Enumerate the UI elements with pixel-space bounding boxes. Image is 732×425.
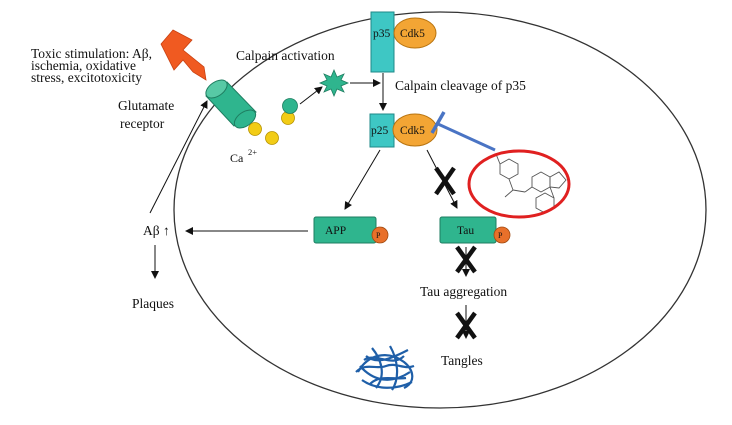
app-label: APP [325, 225, 346, 237]
plaques-label: Plaques [132, 296, 174, 311]
p25-label: p25 [371, 125, 389, 137]
app-phospho-label: P [376, 231, 381, 240]
cdk5-top-label: Cdk5 [400, 28, 425, 40]
cdk5-top-ellipse [393, 17, 437, 49]
app-phospho [371, 226, 389, 244]
glutamate-label: Glutamate [118, 98, 174, 113]
calpain-star-icon [318, 68, 350, 98]
block-x-icon [455, 311, 477, 340]
calcium-label: Ca [230, 151, 244, 165]
cdk5-mid-ellipse [392, 113, 438, 147]
tau-phospho [493, 226, 511, 244]
arrow-cdk5-to-app [344, 149, 381, 210]
p25-box [369, 113, 395, 148]
calcium-ion [248, 122, 262, 136]
arrow-calpain-to-star [299, 86, 323, 105]
p35-box [370, 11, 395, 73]
calpain-activation-label: Calpain activation [236, 48, 335, 63]
receptor-label: receptor [120, 116, 165, 131]
lightning-icon [160, 29, 207, 81]
inhibitor-molecule-icon [495, 153, 567, 214]
tau-label: Tau [457, 225, 474, 237]
inhibitor-highlight-circle [467, 149, 571, 219]
tangles-label: Tangles [441, 353, 483, 368]
toxic-stimulation-line2: ischemia, oxidative [31, 58, 136, 73]
calpain-cleavage-label: Calpain cleavage of p35 [395, 78, 526, 93]
cdk5-mid-label: Cdk5 [400, 125, 425, 137]
calpain-sphere [282, 98, 298, 114]
calcium-charge-label: 2+ [248, 147, 257, 157]
p35-label: p35 [373, 28, 391, 40]
inhibition-bar [430, 111, 496, 152]
block-x-icon [434, 166, 456, 196]
abeta-label: Aβ ↑ [143, 223, 170, 238]
tau-aggregation-label: Tau aggregation [420, 284, 507, 299]
tau-phospho-label: P [498, 231, 503, 240]
tangle-mesh-icon [355, 345, 415, 391]
cell-membrane [173, 11, 707, 409]
glutamate-receptor-icon [205, 79, 257, 129]
arrow-abeta-to-receptor [149, 100, 208, 214]
calcium-ion [265, 131, 279, 145]
block-x-icon [455, 245, 477, 274]
toxic-stimulation-line1: Toxic stimulation: Aβ, [31, 46, 152, 61]
toxic-stimulation-line3: stress, excitotoxicity [31, 70, 142, 85]
